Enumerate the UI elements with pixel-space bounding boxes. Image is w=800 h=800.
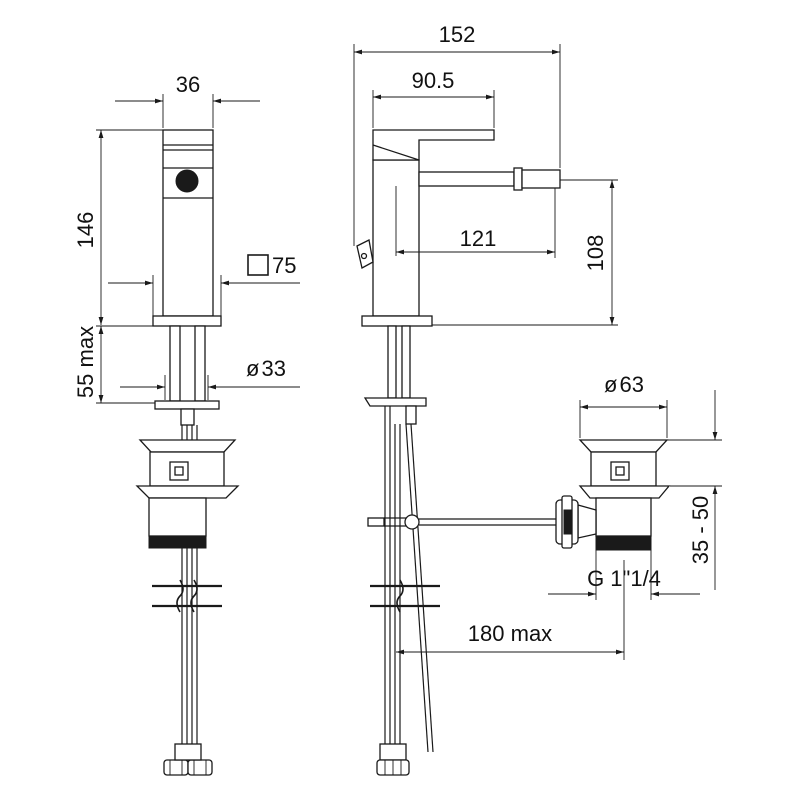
dim-label-63: 63	[619, 372, 643, 397]
dim-front-mount: 55 max	[73, 325, 155, 404]
dim-label-33: 33	[261, 356, 285, 381]
dim-side-lever: 90.5	[372, 68, 495, 128]
gear-nut-icon	[555, 495, 579, 549]
dim-label-152: 152	[439, 22, 476, 47]
waste-detail: ø63 35 - 50 G 1"1/4 180 max	[396, 372, 722, 660]
dim-label-146: 146	[73, 212, 98, 249]
dim-label-90-5: 90.5	[412, 68, 455, 93]
square-symbol-icon	[247, 254, 269, 276]
dim-waste-diameter: ø63	[579, 372, 668, 438]
dim-label-121: 121	[460, 226, 497, 251]
dim-rod-reach: 180 max	[396, 560, 625, 660]
dim-front-square: 75	[108, 253, 300, 316]
dim-label-36: 36	[176, 72, 200, 97]
front-aerator-icon	[175, 169, 199, 193]
front-waste-assembly	[135, 439, 240, 549]
side-hose-fitting	[376, 743, 410, 776]
waste-body	[577, 439, 671, 551]
dim-front-width: 36	[115, 72, 260, 128]
side-spout	[418, 167, 561, 191]
dim-front-height: 146	[73, 129, 163, 325]
front-faucet-body	[152, 129, 222, 327]
dim-label-180-max: 180 max	[468, 621, 552, 646]
side-mounting-shank	[363, 325, 434, 760]
dim-waste-range: 35 - 50	[667, 390, 722, 590]
side-view: 152 90.5 121 108	[353, 22, 618, 776]
dim-side-spout-height: 108	[432, 179, 618, 326]
svg-text:ø33: ø33	[246, 356, 286, 381]
dim-label-108: 108	[583, 235, 608, 272]
dim-label-35-50: 35 - 50	[688, 496, 713, 565]
dim-front-hole: ø33	[120, 356, 300, 400]
diameter-symbol-icon: ø	[246, 356, 259, 381]
diameter-symbol-icon: ø	[604, 372, 617, 397]
front-hose-fittings	[163, 743, 213, 776]
dim-side-spout-reach: 121	[395, 186, 556, 258]
front-break-marks	[152, 579, 222, 613]
dim-side-total-width: 152	[353, 22, 561, 246]
dim-label-75: 75	[272, 253, 296, 278]
front-view: 36 146 75 55 max ø	[73, 72, 300, 776]
dim-label-55-max: 55 max	[73, 326, 98, 398]
side-popup-lever	[356, 239, 374, 269]
side-popup-rod	[367, 514, 556, 530]
svg-text:ø63: ø63	[604, 372, 644, 397]
side-break-marks	[370, 579, 440, 613]
